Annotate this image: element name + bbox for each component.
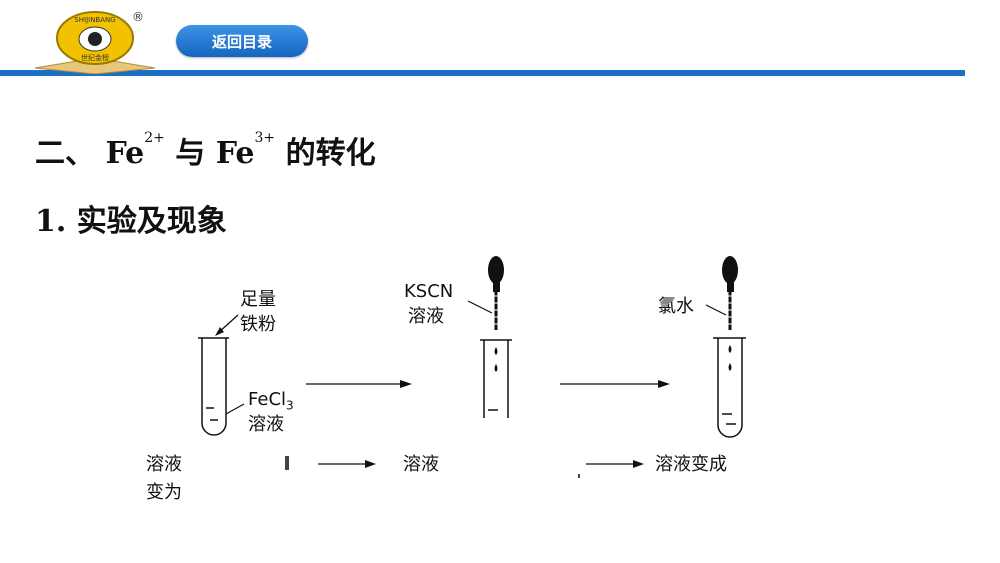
test-tube-2 — [480, 339, 512, 418]
tube1-top-label-line2: 铁粉 — [240, 314, 276, 335]
tube1-side-label-line2: 溶液 — [248, 414, 284, 435]
chlorine-water-label: 氯水 — [658, 296, 694, 317]
subsection-title: 1. 实验及现象 — [35, 204, 227, 239]
kscn-label-line2: 溶液 — [408, 306, 444, 327]
leader-line-kscn — [467, 300, 493, 314]
tube1-top-label-line1: 足量 — [240, 289, 276, 310]
dropper-2 — [488, 256, 504, 330]
test-tube-3 — [713, 337, 746, 438]
smudge-mark — [578, 474, 580, 478]
result-arrow-2 — [586, 460, 644, 468]
section-title: 二、 Fe2+ 与 Fe3+ 的转化 — [35, 130, 376, 171]
arrow-to-tube1 — [215, 314, 239, 336]
droplet — [728, 363, 732, 371]
leader-line-fecl3 — [225, 403, 245, 415]
test-tube-1 — [198, 337, 229, 436]
back-to-contents-button[interactable]: 返回目录 — [176, 25, 308, 57]
droplet — [494, 347, 498, 355]
result3-label: 溶液变成 — [655, 454, 727, 475]
logo: SHIJINBANG 世纪金榜 — [34, 11, 156, 74]
registered-mark: ® — [132, 10, 144, 24]
result-arrow-1 — [318, 460, 376, 468]
result1-line1: 溶液 — [146, 454, 182, 475]
svg-text:世纪金榜: 世纪金榜 — [81, 53, 109, 62]
droplet — [728, 345, 732, 353]
svg-text:SHIJINBANG: SHIJINBANG — [74, 16, 115, 24]
leader-line-chlorine-water — [705, 304, 727, 316]
droplet — [494, 364, 498, 372]
header-divider — [0, 70, 965, 76]
dropper-3 — [722, 256, 738, 330]
process-arrow-1 — [306, 380, 412, 388]
smudge-mark — [285, 456, 289, 470]
tube1-side-label-line1: FeCl3 — [248, 389, 294, 413]
kscn-label-line1: KSCN — [404, 281, 454, 302]
process-arrow-2 — [560, 380, 670, 388]
result1-line2: 变为 — [146, 482, 182, 503]
result2-label: 溶液 — [403, 454, 439, 475]
